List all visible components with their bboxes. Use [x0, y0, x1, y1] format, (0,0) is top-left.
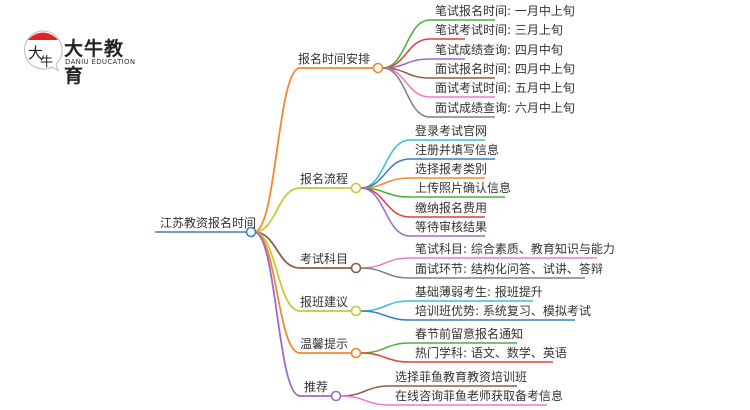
leaf-node-label[interactable]: 基础薄弱考生: 报班提升: [415, 285, 543, 299]
root-collapse-toggle[interactable]: [245, 226, 257, 238]
branch-collapse-toggle[interactable]: [330, 390, 342, 402]
logo: 大 牛 大牛教育 DANIU EDUCATION: [22, 28, 142, 87]
leaf-connector: [382, 67, 495, 118]
leaf-node-label[interactable]: 热门学科: 语文、数学、英语: [415, 346, 567, 360]
branch-node-label[interactable]: 推荐: [304, 380, 329, 394]
leaf-node-label[interactable]: 登录考试官网: [415, 124, 488, 138]
leaf-node-label[interactable]: 笔试报名时间: 一月中上旬: [435, 4, 575, 18]
branch-connector: [253, 67, 374, 233]
branch-connector: [253, 231, 352, 354]
leaf-node-label[interactable]: 培训班优势: 系统复习、模拟考试: [415, 304, 591, 318]
leaf-connector: [360, 267, 585, 279]
branch-collapse-toggle[interactable]: [350, 305, 362, 317]
leaf-node-label[interactable]: 上传照片确认信息: [415, 181, 512, 195]
branch-node-label[interactable]: 报班建议: [300, 295, 349, 309]
branch-collapse-toggle[interactable]: [372, 62, 384, 74]
branch-node-label[interactable]: 报名流程: [300, 172, 349, 186]
leaf-node-label[interactable]: 笔试科目: 综合素质、教育知识与能力: [415, 242, 615, 256]
logo-name: 大牛教育: [64, 38, 125, 87]
leaf-node-label[interactable]: 选择菲鱼教育教资培训班: [395, 370, 528, 384]
leaf-node-label[interactable]: 笔试成绩查询: 四月中旬: [435, 43, 563, 57]
leaf-node-label[interactable]: 注册并填写信息: [415, 143, 500, 157]
branch-collapse-toggle[interactable]: [350, 262, 362, 274]
leaf-node-label[interactable]: 在线咨询菲鱼老师获取备考信息: [395, 389, 564, 403]
branch-connector: [253, 231, 352, 269]
branch-node-label[interactable]: 温馨提示: [300, 337, 349, 351]
leaf-connector: [382, 19, 495, 69]
leaf-node-label[interactable]: 面试考试时间: 五月中上旬: [435, 81, 575, 95]
leaf-node-label[interactable]: 面试环节: 结构化问答、试讲、答辩: [415, 262, 603, 276]
leaf-connector: [360, 139, 485, 189]
branch-connector: [253, 187, 352, 233]
leaf-node-label[interactable]: 春节前留意报名通知: [415, 327, 524, 341]
branch-collapse-toggle[interactable]: [350, 182, 362, 194]
leaf-connector: [340, 395, 547, 406]
logo-mark-icon: 大 牛: [24, 30, 63, 72]
leaf-connector: [360, 187, 485, 237]
leaf-connector: [360, 310, 575, 321]
leaf-node-label[interactable]: 缴纳报名费用: [415, 201, 488, 215]
leaf-node-label[interactable]: 面试成绩查询: 六月中上旬: [435, 101, 575, 115]
leaf-node-label[interactable]: 等待审核结果: [415, 220, 488, 234]
leaf-connector: [360, 352, 553, 363]
branch-connector: [253, 231, 332, 397]
branch-node-label[interactable]: 报名时间安排: [298, 52, 371, 66]
leaf-node-label[interactable]: 选择报考类别: [415, 162, 488, 176]
branch-node-label[interactable]: 考试科目: [300, 252, 349, 266]
logo-subtitle: DANIU EDUCATION: [65, 58, 136, 66]
leaf-node-label[interactable]: 面试报名时间: 四月中上旬: [435, 62, 575, 76]
leaf-node-label[interactable]: 笔试考试时间: 三月上旬: [435, 23, 563, 37]
root-node-label[interactable]: 江苏教资报名时间: [160, 216, 257, 230]
branch-collapse-toggle[interactable]: [350, 347, 362, 359]
svg-text:大: 大: [28, 44, 43, 62]
svg-text:牛: 牛: [40, 55, 53, 70]
